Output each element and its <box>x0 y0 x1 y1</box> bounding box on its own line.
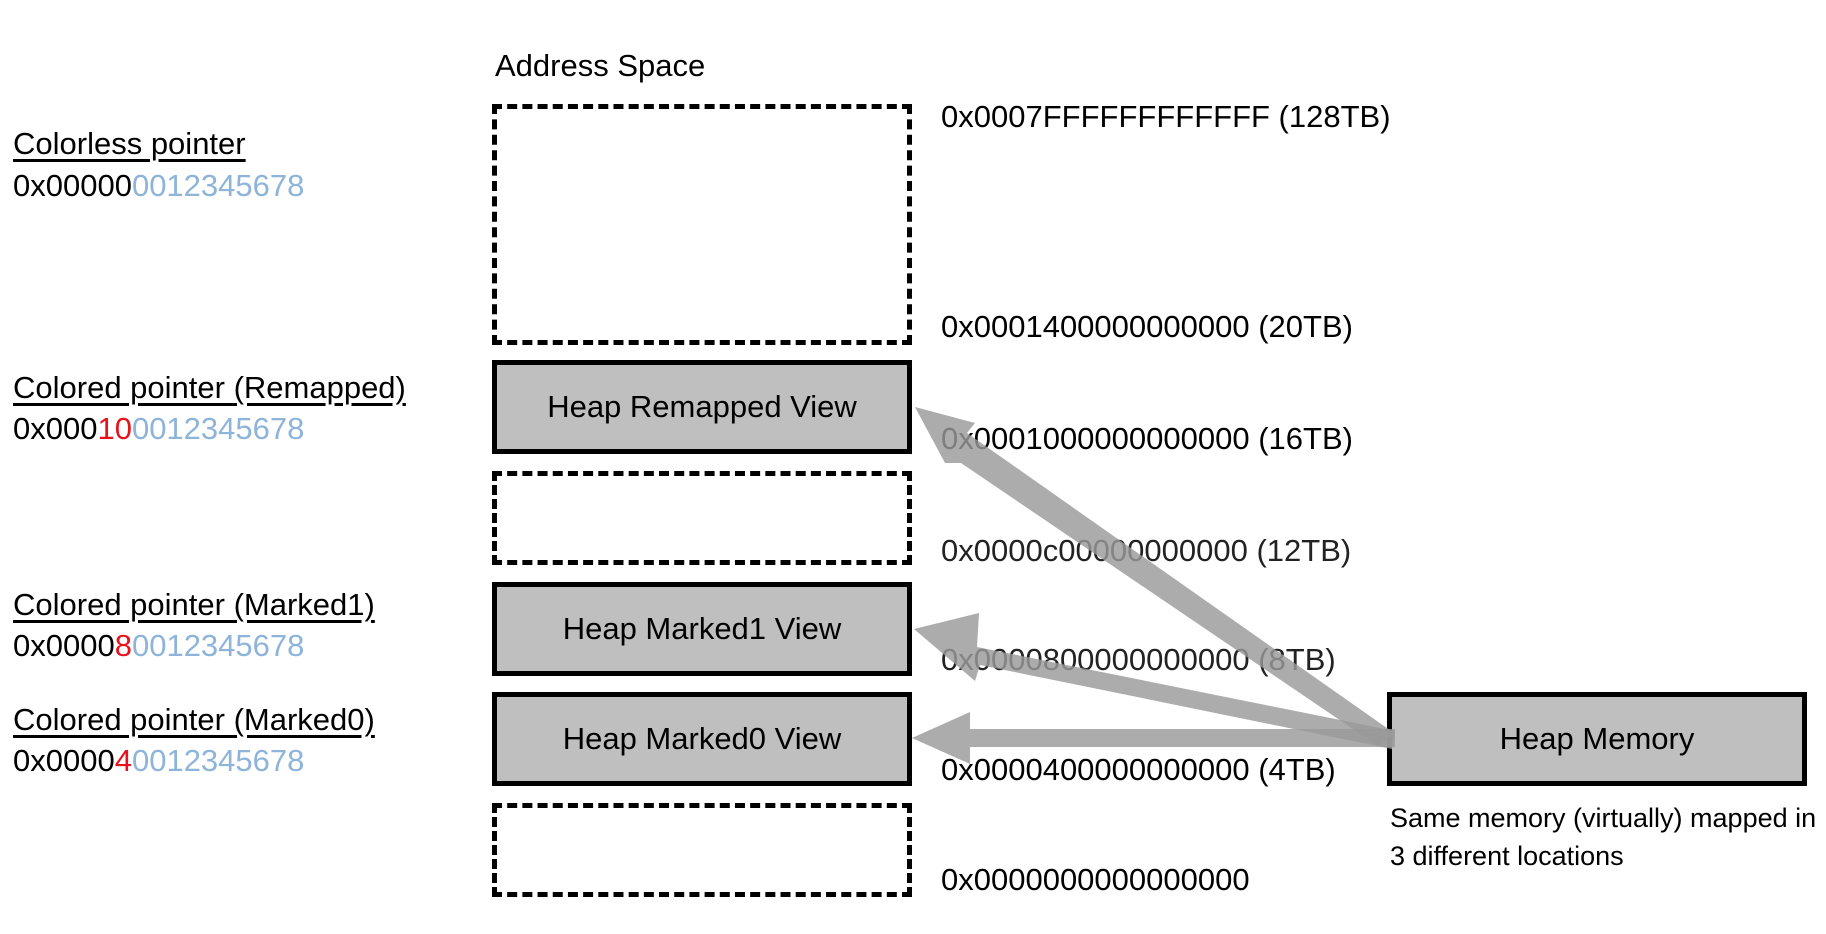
heap-marked0-view: Heap Marked0 View <box>492 692 912 786</box>
colorless-pointer-title: Colorless pointer <box>13 126 246 161</box>
unused-region-middle <box>492 471 912 565</box>
arrow-to-marked0-view <box>912 712 1395 764</box>
heap-memory-note: Same memory (virtually) mapped in 3 diff… <box>1390 803 1817 871</box>
pointer-prefix: 0x00000 <box>13 168 132 203</box>
pointer-suffix: 0012345678 <box>131 411 305 446</box>
marked1-pointer-value: 0x000080012345678 <box>13 628 304 664</box>
arrow-to-remapped-view <box>915 407 1394 746</box>
heap-memory-box: Heap Memory <box>1387 692 1807 786</box>
pointer-suffix: 0012345678 <box>131 628 305 663</box>
heap-marked1-view: Heap Marked1 View <box>492 582 912 676</box>
pointer-suffix: 0012345678 <box>131 743 305 778</box>
pointer-suffix: 0012345678 <box>131 168 305 203</box>
address-4tb: 0x0000400000000000 (4TB) <box>941 752 1336 787</box>
marked1-pointer-title: Colored pointer (Marked1) <box>13 587 375 622</box>
unused-region-top <box>492 104 912 345</box>
heap-memory-label: Heap Memory <box>1499 721 1695 756</box>
unused-region-bottom <box>492 803 912 897</box>
remapped-pointer-value: 0x000100012345678 <box>13 411 304 447</box>
arrow-to-marked1-view <box>914 613 1395 749</box>
remapped-pointer-title: Colored pointer (Remapped) <box>13 370 406 405</box>
marked0-pointer-title: Colored pointer (Marked0) <box>13 702 375 737</box>
pointer-prefix: 0x000 <box>13 411 98 446</box>
pointer-prefix: 0x0000 <box>13 628 115 663</box>
pointer-color-bits: 4 <box>114 743 132 778</box>
pointer-color-bits: 8 <box>114 628 132 663</box>
address-space-title: Address Space <box>495 48 706 83</box>
address-128tb: 0x0007FFFFFFFFFFFF (128TB) <box>941 99 1391 134</box>
address-16tb: 0x0001000000000000 (16TB) <box>941 421 1353 456</box>
heap-marked1-view-label: Heap Marked1 View <box>562 611 842 646</box>
marked0-pointer-value: 0x000040012345678 <box>13 743 304 779</box>
pointer-prefix: 0x0000 <box>13 743 115 778</box>
pointer-color-bits: 10 <box>97 411 132 446</box>
address-0: 0x0000000000000000 <box>941 862 1250 897</box>
colorless-pointer-value: 0x000000012345678 <box>13 168 304 204</box>
heap-remapped-view: Heap Remapped View <box>492 360 912 454</box>
address-20tb: 0x0001400000000000 (20TB) <box>941 309 1353 344</box>
heap-remapped-view-label: Heap Remapped View <box>547 389 857 424</box>
heap-marked0-view-label: Heap Marked0 View <box>562 721 842 756</box>
